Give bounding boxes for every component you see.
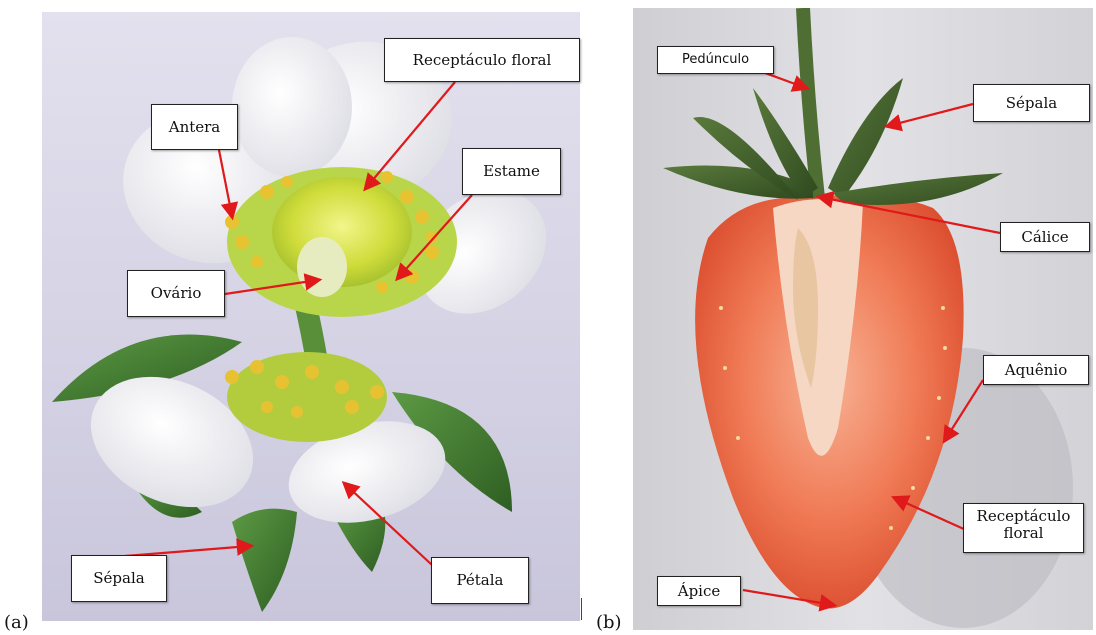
label-apice: Ápice: [657, 576, 741, 606]
label-calice: Cálice: [1000, 222, 1090, 252]
panel-label-a: (a): [4, 612, 29, 633]
label-sepala-b: Sépala: [973, 84, 1090, 122]
label-estame: Estame: [462, 148, 561, 195]
panel-label-b: (b): [596, 612, 622, 633]
label-aquenio: Aquênio: [983, 355, 1089, 385]
label-receptaculo-floral-b: Receptáculo floral: [963, 503, 1084, 553]
label-sepala-a: Sépala: [71, 555, 167, 602]
label-pedunculo: Pedúnculo: [657, 46, 774, 74]
label-petala: Pétala: [431, 557, 529, 604]
divider: [581, 598, 582, 620]
label-ovario: Ovário: [127, 270, 225, 317]
label-receptaculo-floral-a: Receptáculo floral: [384, 38, 580, 82]
flower-photo: [42, 12, 580, 621]
flower-illustration: [42, 12, 580, 621]
label-antera: Antera: [151, 104, 238, 150]
